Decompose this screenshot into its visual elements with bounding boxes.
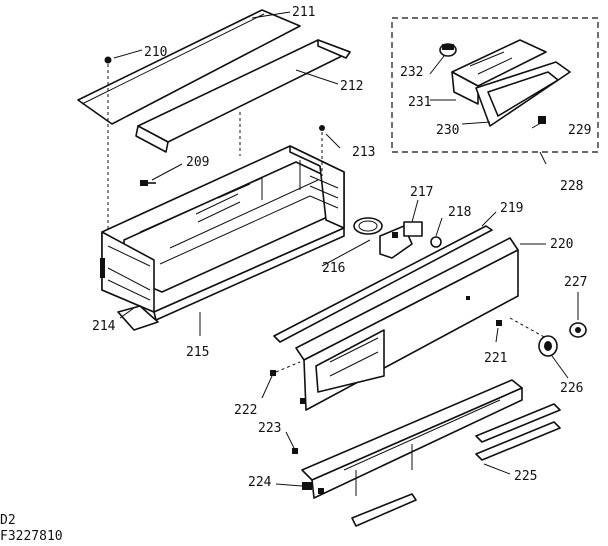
label-220: 220	[550, 237, 573, 252]
part-225-strips	[351, 403, 561, 527]
label-222: 222	[234, 403, 257, 418]
label-223: 223	[258, 421, 281, 436]
label-224: 224	[248, 475, 272, 490]
label-229: 229	[568, 123, 591, 138]
footer-code-d2: D2	[0, 513, 16, 528]
part-211-top-cover	[77, 9, 301, 125]
screw-210	[104, 56, 112, 230]
label-212: 212	[340, 79, 363, 94]
label-216: 216	[322, 261, 345, 276]
footer-drawing-number: F3227810	[0, 529, 63, 544]
label-221: 221	[484, 351, 507, 366]
part-218-knob	[430, 236, 442, 248]
part-219-rod	[273, 225, 493, 343]
part-215-housing	[100, 145, 345, 321]
label-218: 218	[448, 205, 471, 220]
part-217-bracket	[403, 221, 423, 237]
label-209: 209	[186, 155, 209, 170]
part-227-cap	[569, 322, 587, 338]
screw-221	[496, 320, 502, 326]
label-215: 215	[186, 345, 209, 360]
label-211: 211	[292, 5, 315, 20]
label-231: 231	[408, 95, 431, 110]
part-212-trim-strip	[135, 39, 351, 153]
label-225: 225	[514, 469, 537, 484]
part-224-bracket	[301, 379, 523, 499]
label-217: 217	[410, 185, 433, 200]
label-213: 213	[352, 145, 375, 160]
inset-228-box	[391, 17, 599, 153]
screw-223	[292, 448, 298, 454]
label-230: 230	[436, 123, 459, 138]
label-219: 219	[500, 201, 523, 216]
label-210: 210	[144, 45, 167, 60]
leader-lines	[113, 11, 579, 487]
label-226: 226	[560, 381, 583, 396]
screw-222	[270, 361, 301, 376]
guide-line	[509, 317, 547, 339]
screw-213	[319, 125, 325, 176]
part-226-knob	[538, 335, 558, 357]
label-232: 232	[400, 65, 423, 80]
part-220-control-panel	[295, 237, 519, 411]
screw-209	[140, 180, 156, 186]
label-227: 227	[564, 275, 587, 290]
label-228: 228	[560, 179, 583, 194]
label-214: 214	[92, 319, 116, 334]
